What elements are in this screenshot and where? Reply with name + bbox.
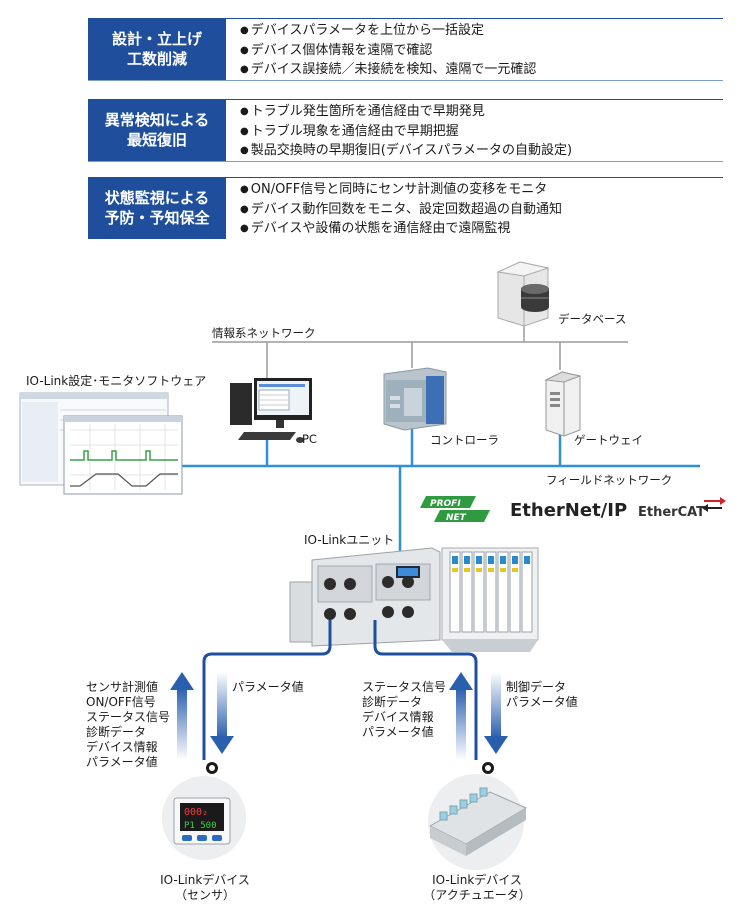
controller-icon: [383, 367, 447, 431]
svg-text:P1 500: P1 500: [184, 821, 217, 831]
profinet-bottom-text: NET: [446, 513, 467, 523]
list-item: 診断データ: [362, 695, 423, 709]
actuator-device-icon: [428, 774, 528, 870]
divider: [226, 18, 723, 19]
section-title: 異常検知による 最短復旧: [88, 99, 226, 161]
section-recovery: 異常検知による 最短復旧 トラブル発生箇所を通信経由で早期発見 トラブル現象を通…: [88, 99, 723, 167]
divider: [226, 177, 723, 178]
list-item: トラブル現象を通信経由で早期把握: [240, 123, 572, 143]
svg-text:000₂: 000₂: [184, 807, 208, 818]
list-item: パラメータ値: [86, 755, 158, 769]
field-network-lines: [178, 428, 700, 560]
section-maintenance: 状態監視による 予防・予知保全 ON/OFF信号と同時にセンサ計測値の変移をモニ…: [88, 177, 723, 245]
list-item: パラメータ値: [506, 695, 578, 709]
divider: [88, 80, 723, 81]
list-item: パラメータ値: [232, 680, 304, 694]
list-item: デバイス情報: [362, 710, 434, 724]
list-item: デバイス誤接続／未接続を検知、遠隔で一元確認: [240, 61, 537, 81]
feature-list: ON/OFF信号と同時にセンサ計測値の変移をモニタ デバイス動作回数をモニタ、設…: [240, 181, 562, 240]
ethercat-logo: EtherCAT: [638, 497, 726, 520]
list-item: 制御データ: [506, 680, 567, 694]
section-title: 状態監視による 予防・予知保全: [88, 177, 226, 239]
list-item: デバイスや設備の状態を通信経由で遠隔監視: [240, 220, 562, 240]
sensor-caption: IO-Linkデバイス （センサ）: [160, 873, 250, 902]
list-item: ステータス信号: [362, 680, 447, 694]
list-item: トラブル発生箇所を通信経由で早期発見: [240, 103, 572, 123]
controller-label: コントローラ: [430, 433, 499, 447]
profinet-top-text: PROFI: [430, 499, 461, 509]
actuator-upstream-list: ステータス信号 診断データ デバイス情報 パラメータ値: [362, 680, 446, 740]
actuator-caption: IO-Linkデバイス （アクチュエータ）: [423, 873, 531, 902]
io-link-cables: [202, 620, 478, 760]
section-title: 設計・立上げ 工数削減: [88, 18, 226, 80]
list-item: ステータス信号: [86, 710, 171, 724]
connector-icon: [206, 762, 494, 774]
list-item: デバイス個体情報を遠隔で確認: [240, 42, 536, 62]
gateway-label: ゲートウェイ: [574, 433, 643, 447]
divider: [226, 99, 723, 100]
feature-list: トラブル発生箇所を通信経由で早期発見 トラブル現象を通信経由で早期把握 製品交換…: [240, 103, 572, 162]
software-screens-icon: [19, 392, 183, 495]
actuator-downstream-list: 制御データ パラメータ値: [506, 680, 578, 710]
info-network-label: 情報系ネットワーク: [212, 326, 316, 340]
downstream-arrow-actuator: [484, 672, 508, 754]
list-item: デバイスパラメータを上位から一括設定: [240, 22, 536, 42]
upstream-arrow-actuator: [449, 672, 473, 760]
sensor-device-icon: 000₂ P1 500: [162, 776, 246, 860]
list-item: パラメータ値: [362, 725, 434, 739]
sensor-upstream-list: センサ計測値 ON/OFF信号 ステータス信号 診断データ デバイス情報 パラメ…: [86, 680, 170, 770]
info-network-lines: [212, 322, 628, 378]
ethernetip-logo: EtherNet/IP: [510, 500, 627, 521]
list-item: 診断データ: [86, 725, 147, 739]
list-item: ON/OFF信号と同時にセンサ計測値の変移をモニタ: [240, 181, 562, 201]
upstream-arrow-sensor: [170, 672, 194, 760]
io-link-unit-icon: [289, 547, 539, 652]
ethercat-text: EtherCAT: [638, 505, 705, 520]
list-item: ON/OFF信号: [86, 695, 156, 709]
list-item: 製品交換時の早期復旧(デバイスパラメータの自動設定): [240, 142, 572, 162]
database-server-icon: [496, 261, 550, 327]
list-item: デバイス情報: [86, 740, 158, 754]
software-label: IO-Link設定･モニタソフトウェア: [26, 374, 207, 388]
pc-icon: [230, 378, 312, 443]
divider: [88, 161, 723, 162]
section-design: 設計・立上げ 工数削減 デバイスパラメータを上位から一括設定 デバイス個体情報を…: [88, 18, 723, 86]
list-item: デバイス動作回数をモニタ、設定回数超過の自動通知: [240, 201, 562, 221]
profinet-logo: PROFI NET: [420, 496, 490, 523]
gateway-icon: [544, 371, 582, 437]
downstream-arrow-sensor: [210, 672, 234, 754]
sensor-downstream-list: パラメータ値: [232, 680, 304, 695]
feature-list: デバイスパラメータを上位から一括設定 デバイス個体情報を遠隔で確認 デバイス誤接…: [240, 22, 537, 81]
list-item: センサ計測値: [86, 680, 159, 694]
field-network-label: フィールドネットワーク: [546, 473, 673, 487]
pc-label: PC: [302, 432, 317, 446]
io-link-unit-label: IO-Linkユニット: [304, 533, 395, 547]
database-label: データベース: [558, 312, 627, 326]
